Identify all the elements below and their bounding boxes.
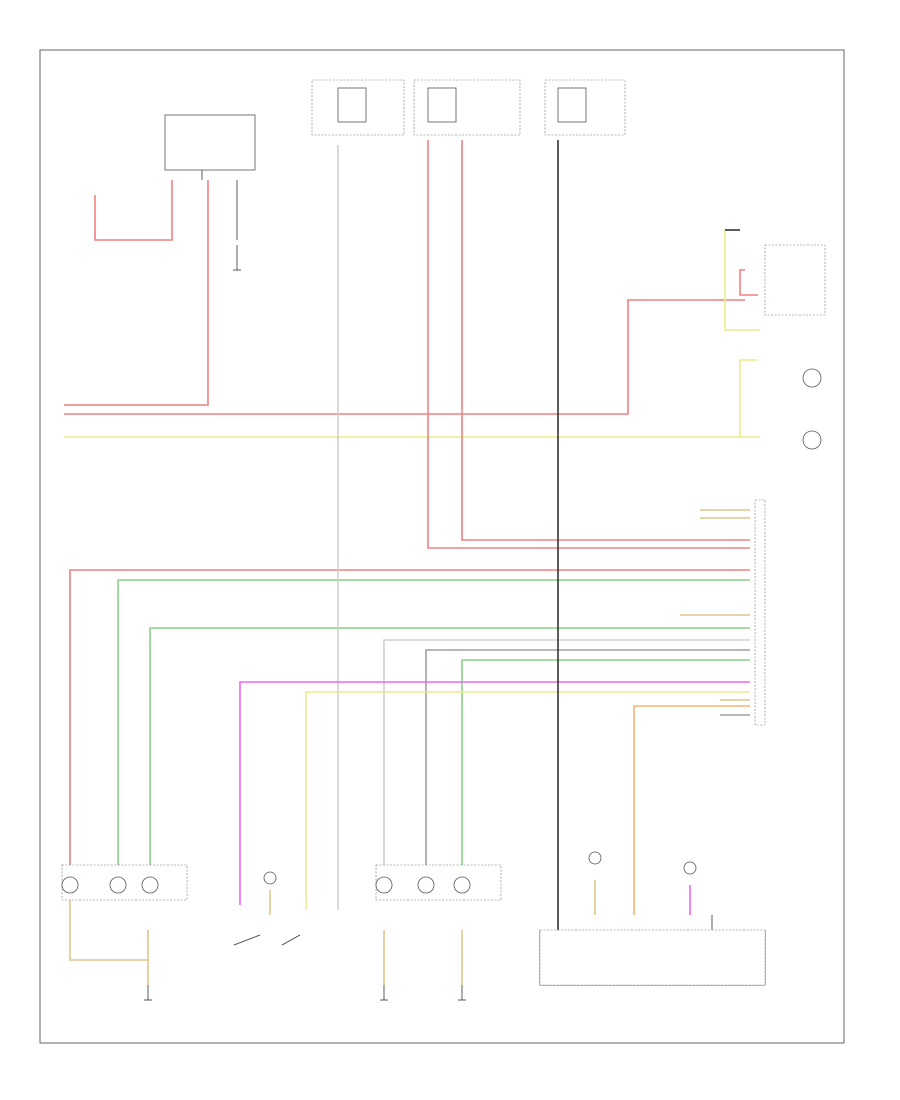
light-switch-contact bbox=[263, 871, 277, 885]
wire-red-2 bbox=[64, 180, 209, 406]
fuse-inner-2 bbox=[427, 87, 457, 123]
wire-yellow-1 bbox=[64, 359, 758, 438]
right-tail-lamp bbox=[375, 864, 502, 901]
wire-green-1 bbox=[117, 579, 750, 865]
wire-red-4 bbox=[739, 269, 758, 296]
brake-light-switch bbox=[164, 114, 256, 171]
wire-magenta-1 bbox=[239, 681, 750, 905]
wire-red-7 bbox=[69, 569, 750, 865]
wire-green-3 bbox=[461, 659, 750, 865]
wire-red-1 bbox=[94, 180, 173, 241]
bottom-components bbox=[61, 851, 766, 986]
wire-layer bbox=[64, 140, 760, 985]
wire-green-2 bbox=[149, 627, 750, 865]
ground-symbols bbox=[144, 269, 466, 1001]
wire-yellow-3 bbox=[724, 230, 760, 331]
hazard-indicator-2 bbox=[683, 861, 697, 875]
wire-red-5 bbox=[427, 140, 750, 549]
diagram-frame bbox=[39, 49, 845, 1044]
hazard-switch-frame bbox=[539, 929, 766, 986]
wire-orange-1 bbox=[633, 705, 750, 915]
tail-lamp-bulb-2 bbox=[802, 430, 822, 450]
left-bulb-1 bbox=[61, 876, 79, 894]
right-bulb-1 bbox=[375, 876, 393, 894]
wire-red-3 bbox=[64, 299, 745, 415]
wire-tan-1 bbox=[305, 691, 750, 910]
top-components bbox=[164, 79, 626, 171]
fuse-inner-1 bbox=[337, 87, 367, 123]
tail-lamp-bulb-1 bbox=[802, 368, 822, 388]
wire-light-1 bbox=[383, 639, 750, 865]
left-bulb-2 bbox=[109, 876, 127, 894]
control-module-edge bbox=[754, 499, 766, 726]
wire-gray-1 bbox=[425, 649, 750, 865]
right-bulb-3 bbox=[453, 876, 471, 894]
fuse-inner-3 bbox=[557, 87, 587, 123]
wire-tan-2 bbox=[69, 900, 148, 961]
license-lamp bbox=[764, 244, 826, 316]
right-components bbox=[754, 244, 826, 726]
wire-red-6 bbox=[461, 140, 750, 541]
left-bulb-3 bbox=[141, 876, 159, 894]
right-bulb-2 bbox=[417, 876, 435, 894]
hazard-indicator bbox=[588, 851, 602, 865]
